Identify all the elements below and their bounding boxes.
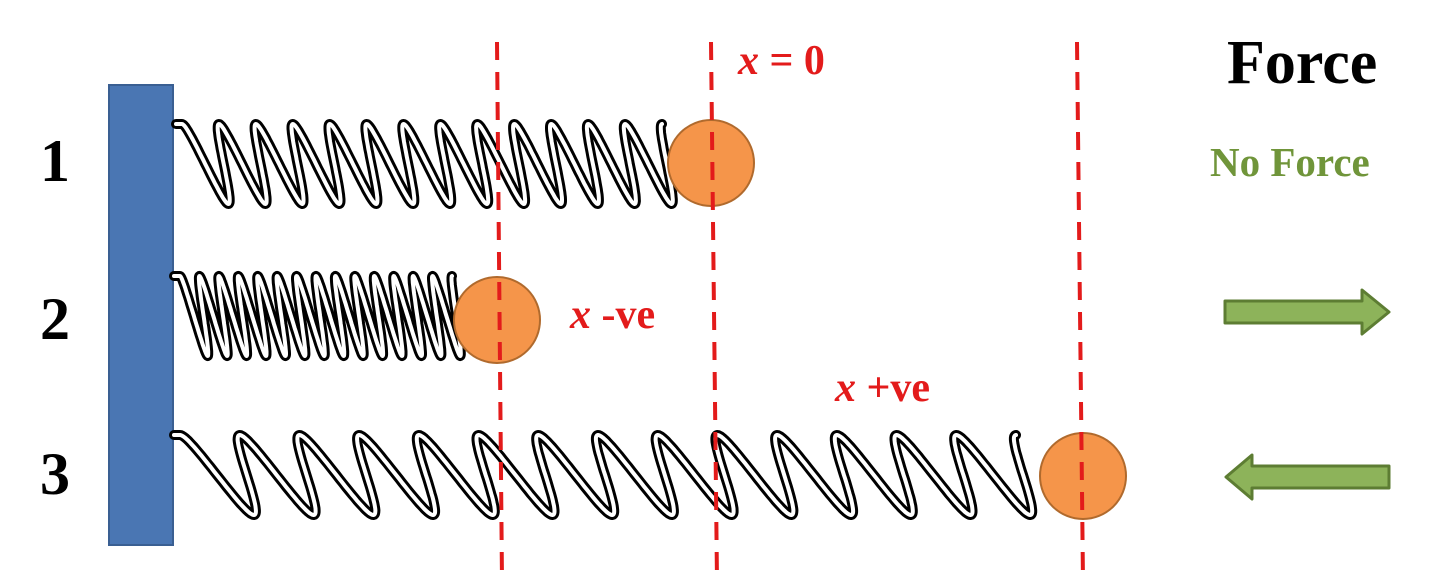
mass-2 — [454, 277, 540, 363]
label-x-negative: x -ve — [570, 294, 655, 336]
zero-suffix: = 0 — [759, 38, 825, 84]
row-number-1: 1 — [40, 131, 70, 191]
x-symbol: x — [738, 38, 759, 84]
neg-suffix: -ve — [591, 292, 655, 338]
pos-suffix: +ve — [856, 365, 930, 411]
row-number-3: 3 — [40, 444, 70, 504]
no-force-label: No Force — [1210, 142, 1370, 183]
x-symbol: x — [570, 292, 591, 338]
force-heading: Force — [1227, 32, 1377, 94]
spring-2 — [174, 276, 461, 356]
label-x-positive: x +ve — [835, 367, 930, 409]
spring-3 — [174, 435, 1032, 515]
right-arrow-icon — [1225, 290, 1389, 334]
spring-1 — [176, 124, 673, 204]
row-number-2: 2 — [40, 289, 70, 349]
wall — [109, 85, 173, 545]
left-arrow-icon — [1226, 455, 1389, 499]
label-x-zero: x = 0 — [738, 40, 825, 82]
x-symbol: x — [835, 365, 856, 411]
